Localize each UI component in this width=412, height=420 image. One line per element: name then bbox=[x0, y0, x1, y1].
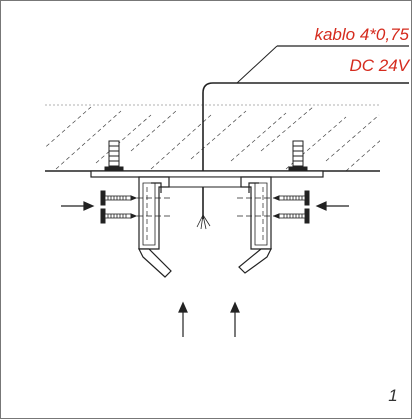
cable-wire-ends bbox=[196, 214, 211, 230]
arrow-left-pointing-right bbox=[61, 201, 95, 211]
screw-left-top bbox=[100, 190, 138, 206]
arrow-right-pointing-left bbox=[315, 201, 349, 211]
screw-right-top bbox=[272, 190, 310, 206]
arrow-up-left bbox=[178, 301, 188, 337]
cable bbox=[202, 82, 409, 219]
screw-left-bottom bbox=[100, 208, 138, 224]
page-number: 1 bbox=[388, 386, 397, 405]
profile-left bbox=[138, 176, 172, 278]
ceiling-hatch bbox=[45, 106, 380, 171]
leader-line bbox=[236, 45, 278, 84]
profile-right bbox=[238, 176, 272, 274]
arrow-up-right bbox=[230, 301, 240, 337]
mounting-plate bbox=[90, 170, 324, 178]
cable-label-line1: kablo 4*0,75 bbox=[314, 25, 409, 44]
screw-right-bottom bbox=[272, 208, 310, 224]
anchor-right bbox=[288, 140, 308, 172]
cable-label-line2: DC 24V bbox=[349, 56, 410, 75]
anchor-left bbox=[104, 140, 124, 172]
center-bridge bbox=[166, 176, 244, 188]
